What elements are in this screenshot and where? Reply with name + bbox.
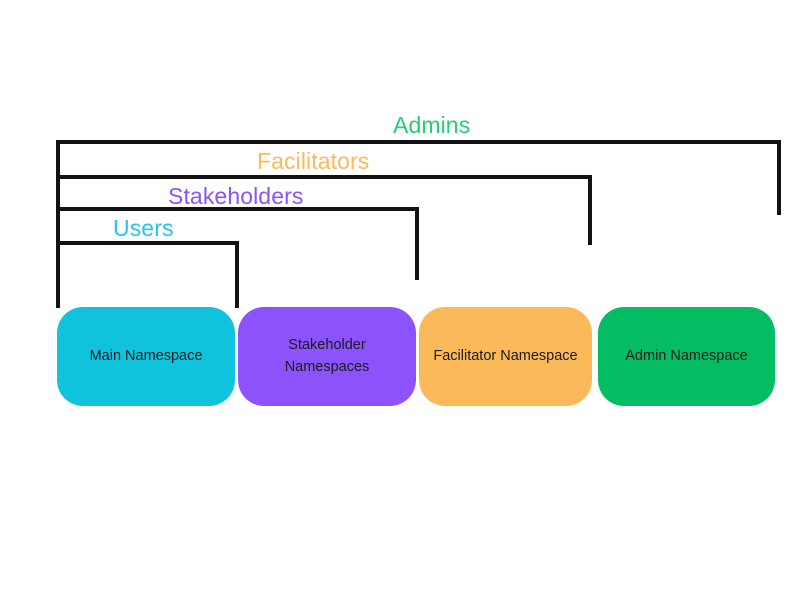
group-label-users: Users xyxy=(113,215,174,241)
bracket-admins-right-arm xyxy=(777,140,781,215)
bracket-stakeholders-top-line xyxy=(56,207,419,211)
namespace-label-stakeholder-line1: Stakeholder xyxy=(288,337,366,354)
bracket-facilitators-right-arm xyxy=(588,175,592,245)
namespace-box-admin[interactable]: Admin Namespace xyxy=(598,307,775,406)
bracket-users-top-line xyxy=(56,241,239,245)
group-label-facilitators: Facilitators xyxy=(257,148,370,174)
namespace-label-facilitator: Facilitator Namespace xyxy=(433,347,578,364)
namespace-label-stakeholder-line2: Namespaces xyxy=(284,358,370,375)
group-label-stakeholders: Stakeholders xyxy=(168,183,304,209)
namespace-label-stakeholder: Stakeholder Namespaces xyxy=(275,335,380,377)
namespace-label-main: Main Namespace xyxy=(89,347,203,364)
namespace-box-facilitator[interactable]: Facilitator Namespace xyxy=(419,307,592,406)
namespace-box-stakeholder[interactable]: Stakeholder Namespaces xyxy=(238,307,416,406)
bracket-stakeholders-right-arm xyxy=(415,207,419,280)
bracket-admins-top-line xyxy=(56,140,781,144)
bracket-users-right-arm xyxy=(235,241,239,308)
namespace-label-admin: Admin Namespace xyxy=(625,347,748,364)
bracket-users-left-arm xyxy=(56,241,60,308)
group-label-admins: Admins xyxy=(393,112,471,138)
namespace-box-main[interactable]: Main Namespace xyxy=(57,307,235,406)
bracket-facilitators-top-line xyxy=(56,175,592,179)
